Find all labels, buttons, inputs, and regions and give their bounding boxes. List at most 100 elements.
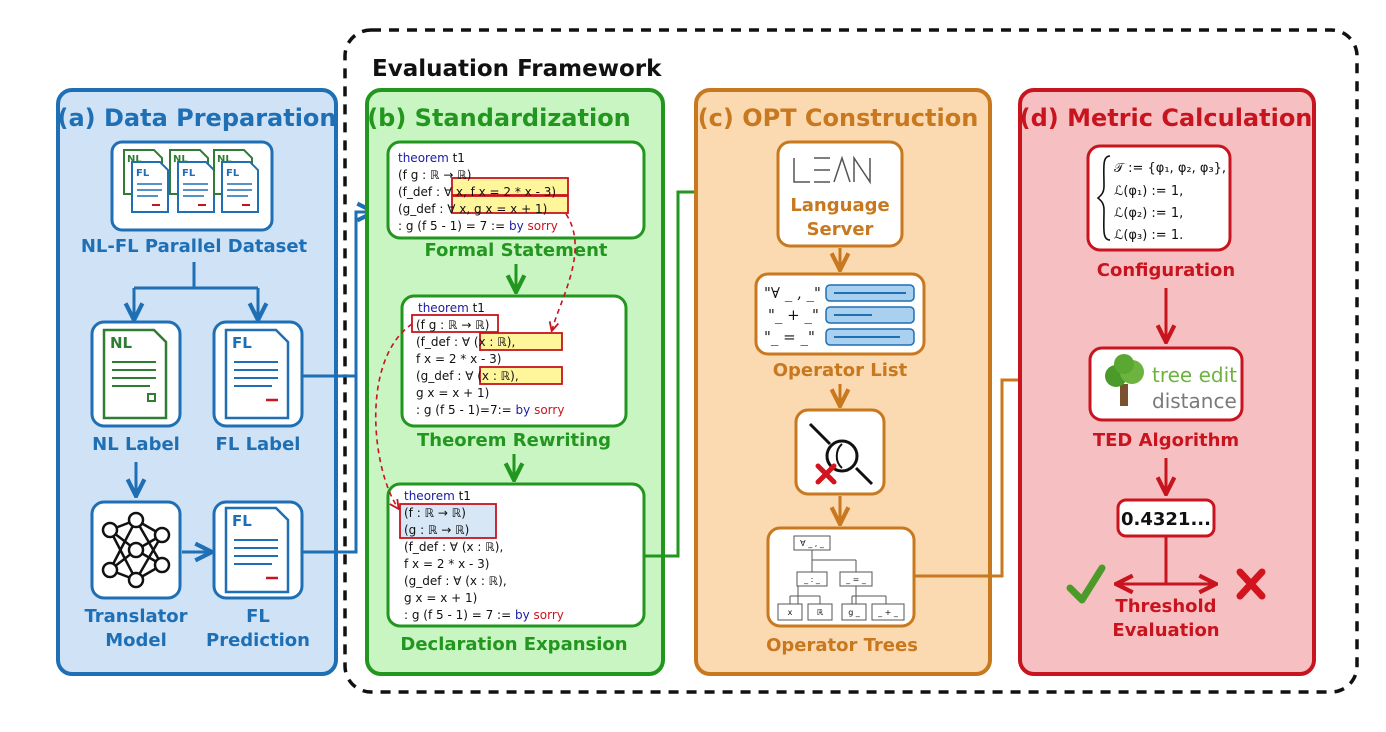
fl-prediction-line1: FL xyxy=(246,606,270,627)
document-stack-icon: NL FL NL FL xyxy=(123,149,259,213)
code-segment: = 2 * x - 3) xyxy=(486,185,556,199)
ted-algorithm-caption: TED Algorithm xyxy=(1093,430,1239,451)
panel-metric-calculation: (d) Metric Calculation 𝒯 := {φ₁, φ₂, φ₃}… xyxy=(1018,88,1316,676)
tree-leaf: ℝ xyxy=(817,608,823,617)
evaluation-framework-border xyxy=(343,28,1359,694)
stack-fl-tag: FL xyxy=(182,168,196,179)
ted-logo-line1: tree edit xyxy=(1152,363,1237,387)
code-sorry: sorry xyxy=(530,403,564,417)
code-highlight: ∀ x, g x xyxy=(447,202,492,216)
nl-label-caption: NL Label xyxy=(92,434,180,455)
tree-leaf: x xyxy=(788,608,793,617)
threshold-line1: Threshold xyxy=(1115,596,1216,617)
code-keyword: theorem xyxy=(404,489,455,503)
fl-prediction-line2: Prediction xyxy=(206,630,310,651)
code-line: f x = 2 * x - 3) xyxy=(416,352,501,366)
code-highlight: ∀ x, f x xyxy=(444,185,486,199)
code-line: g x = x + 1) xyxy=(416,386,489,400)
stack-nl-tag: NL xyxy=(127,154,142,165)
code-line: g x = x + 1) xyxy=(404,591,477,605)
code-segment: : g (f 5 - 1)=7:= xyxy=(416,403,516,417)
configuration-caption: Configuration xyxy=(1097,260,1235,281)
config-line: ℒ(φ₂) := 1, xyxy=(1114,206,1183,221)
code-name: t1 xyxy=(469,301,485,315)
operator-item: "_ = _" xyxy=(764,328,815,346)
translator-model-line2: Model xyxy=(105,630,167,651)
stack-fl-tag: FL xyxy=(136,168,150,179)
threshold-line2: Evaluation xyxy=(1112,620,1219,641)
svg-text:theorem t1: theorem t1 xyxy=(404,489,471,503)
panel-d-title: (d) Metric Calculation xyxy=(1020,104,1313,132)
code-segment: : g (f 5 - 1) = 7 := xyxy=(398,219,509,233)
fl-label-caption: FL Label xyxy=(216,434,301,455)
nl-document-icon: NL xyxy=(102,328,168,420)
code-line: (f g : ℝ → ℝ) xyxy=(398,168,471,182)
config-line: ℒ(φ₃) := 1. xyxy=(1114,228,1183,243)
code-segment: (f_def : xyxy=(416,335,462,349)
code-segment: , xyxy=(515,369,519,383)
panel-standardization: (b) Standardization theorem t1 (f g : ℝ … xyxy=(365,88,665,676)
svg-text:theorem t1: theorem t1 xyxy=(398,151,465,165)
code-segment: (f_def : xyxy=(398,185,444,199)
expand-dashed-arrow xyxy=(375,323,413,508)
code-highlight: ∀ (x : ℝ) xyxy=(462,335,512,349)
theorem-rewriting-caption: Theorem Rewriting xyxy=(417,430,611,451)
tree-icon xyxy=(1105,354,1144,406)
code-keyword: by xyxy=(509,219,524,233)
fl-doc-tag: FL xyxy=(232,334,252,352)
panel-c-title: (c) OPT Construction xyxy=(698,104,979,132)
tree-leaf: _ + _ xyxy=(877,608,899,617)
evaluation-framework-title: Evaluation Framework xyxy=(372,56,662,82)
code-line: (g : ℝ → ℝ) xyxy=(404,523,469,537)
panel-opt-construction: (c) OPT Construction Language Server "∀ … xyxy=(694,88,992,676)
tree-node-root: ∀ _ , _ xyxy=(800,539,825,548)
pred-doc-tag: FL xyxy=(232,512,252,530)
code-keyword: theorem xyxy=(398,151,449,165)
code-segment: = x + 1) xyxy=(493,202,548,216)
svg-text:(g_def : ∀ x, g x = x + 1): (g_def : ∀ x, g x = x + 1) xyxy=(398,202,547,216)
operator-tree-icon xyxy=(777,535,905,621)
code-segment: (g_def : xyxy=(416,369,465,383)
code-keyword: by xyxy=(515,608,530,622)
code-sorry: sorry xyxy=(524,219,558,233)
score-value: 0.4321... xyxy=(1121,509,1211,530)
config-line: 𝒯 := {φ₁, φ₂, φ₃}, xyxy=(1114,161,1226,176)
fl-document-icon: FL xyxy=(224,328,290,420)
tree-leaf: g _ xyxy=(848,608,861,617)
code-keyword: by xyxy=(516,403,531,417)
svg-text:(g_def : ∀ (x : ℝ),: (g_def : ∀ (x : ℝ), xyxy=(416,369,519,383)
prediction-document-icon: FL xyxy=(224,506,290,594)
code-sorry: sorry xyxy=(530,608,564,622)
stack-nl-tag: NL xyxy=(173,154,188,165)
operator-list-caption: Operator List xyxy=(773,360,908,381)
code-segment: (g_def : xyxy=(398,202,447,216)
check-icon xyxy=(1066,564,1106,604)
language-server-line1: Language xyxy=(790,195,889,216)
svg-text:(f_def : ∀ (x : ℝ),: (f_def : ∀ (x : ℝ), xyxy=(416,335,515,349)
nl-doc-tag: NL xyxy=(110,334,133,352)
language-server-line2: Server xyxy=(807,219,874,240)
code-name: t1 xyxy=(455,489,471,503)
dataset-stack: NL FL NL FL xyxy=(110,140,274,232)
dataset-label: NL-FL Parallel Dataset xyxy=(81,236,308,257)
code-segment: : g (f 5 - 1) = 7 := xyxy=(404,608,515,622)
code-highlight: ∀ (x : ℝ) xyxy=(465,369,515,383)
code-line: (f_def : ∀ (x : ℝ), xyxy=(404,540,503,554)
panel-data-preparation: (a) Data Preparation NL FL NL xyxy=(56,88,338,676)
config-brace xyxy=(1096,155,1111,241)
code-segment: , xyxy=(511,335,515,349)
formal-statement-caption: Formal Statement xyxy=(424,240,607,261)
svg-text:: g (f 5 - 1) = 7 := by sorry: : g (f 5 - 1) = 7 := by sorry xyxy=(404,608,564,622)
code-line: f x = 2 * x - 3) xyxy=(404,557,489,571)
svg-text:: g (f 5 - 1)=7:= by sorry: : g (f 5 - 1)=7:= by sorry xyxy=(416,403,564,417)
svg-text:: g (f 5 - 1) = 7 := by sorry: : g (f 5 - 1) = 7 := by sorry xyxy=(398,219,558,233)
code-line: (f g : ℝ → ℝ) xyxy=(416,318,489,332)
config-line: ℒ(φ₁) := 1, xyxy=(1114,184,1183,199)
code-line: (g_def : ∀ (x : ℝ), xyxy=(404,574,507,588)
rewrite-dashed-arrow xyxy=(552,213,576,330)
translator-model-line1: Translator xyxy=(84,606,187,627)
operator-item: "_ + _" xyxy=(768,306,819,324)
code-keyword: theorem xyxy=(418,301,469,315)
operator-trees-caption: Operator Trees xyxy=(766,635,918,656)
